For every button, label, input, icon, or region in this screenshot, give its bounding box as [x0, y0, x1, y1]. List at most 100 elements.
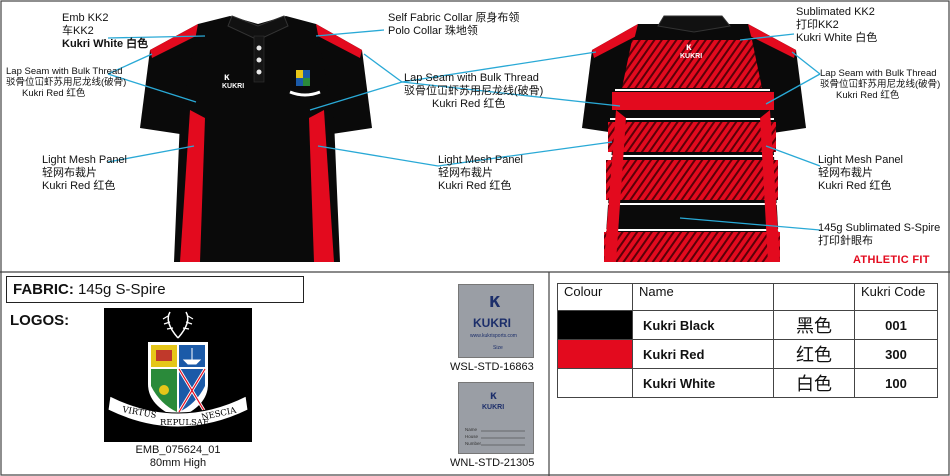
back-hoop: [604, 232, 780, 262]
front-shirt: KUKRI ĸ: [140, 15, 372, 262]
label-line: Polo Collar 珠地领: [388, 25, 478, 37]
label-line: Kukri Red 红色: [818, 180, 892, 192]
kukri-mark-icon: ĸ: [490, 388, 497, 402]
back-fabric-label: 145g Sublimated S-Spire 打印針眼布: [818, 222, 940, 248]
colour-code: 001: [854, 310, 938, 340]
collar-label: Self Fabric Collar 原身布领 Polo Collar 珠地领: [388, 12, 519, 38]
logo-caption: EMB_075624_01 80mm High: [104, 444, 252, 470]
label-line: 轻网布裁片: [438, 167, 493, 179]
label-line: Light Mesh Panel: [438, 154, 523, 166]
tag-field: Name: [465, 427, 478, 432]
table-row: Kukri Red 红色 300: [557, 339, 938, 369]
colour-swatch: [557, 310, 633, 340]
label-line: 车KK2: [62, 25, 94, 37]
label-line: 打印KK2: [796, 19, 839, 31]
front-crest-icon: [289, 70, 321, 97]
label-line: 驳骨位冚虾苏用尼龙线(破骨): [820, 79, 941, 90]
front-button: [256, 57, 262, 63]
back-left-shoulder-stripe: [592, 24, 640, 58]
label-line: Kukri White 白色: [796, 32, 878, 44]
size-tag-code: WSL-STD-16863: [450, 361, 534, 373]
front-lap-seam-label: Lap Seam with Bulk Thread 驳骨位冚虾苏用尼龙线(破骨)…: [6, 66, 126, 99]
back-lap-seam-label: Lap Seam with Bulk Thread 驳骨位冚虾苏用尼龙线(破骨)…: [820, 68, 940, 101]
label-line: 打印針眼布: [818, 235, 873, 247]
label-line: 驳骨位冚虾苏用尼龙线(破骨): [404, 85, 544, 97]
colour-swatch: [557, 339, 633, 369]
back-hoop: [612, 92, 774, 110]
back-right-mesh-panel: [760, 110, 780, 262]
tag-brand: KUKRI: [482, 404, 504, 411]
tag-size-label: Size: [493, 345, 503, 351]
header-code: Kukri Code: [854, 283, 938, 311]
back-shirt: ĸ KUKRI: [582, 15, 806, 262]
athletic-fit-label: ATHLETIC FIT: [853, 254, 930, 266]
size-tag: ĸ KUKRI www.kukrisports.com Size: [458, 284, 534, 358]
label-line: Light Mesh Panel: [818, 154, 903, 166]
table-row: Kukri Black 黑色 001: [557, 310, 938, 340]
back-mesh-label: Light Mesh Panel 轻网布裁片 Kukri Red 红色: [818, 154, 903, 193]
name-tag: ĸ KUKRI Name House Number: [458, 382, 534, 454]
label-line: Kukri Red 红色: [836, 90, 900, 101]
colour-code: 300: [854, 339, 938, 369]
back-kukri-wordmark: KUKRI: [680, 53, 702, 60]
tag-url: www.kukrisports.com: [470, 333, 517, 339]
label-line: Self Fabric Collar 原身布领: [388, 12, 520, 24]
front-right-shoulder-stripe: [314, 24, 362, 58]
header-name: Name: [632, 283, 774, 311]
colour-table: Colour Name Kukri Code Kukri Black 黑色 00…: [557, 283, 938, 398]
header-cn: [773, 283, 855, 311]
front-emb-label: Emb KK2 车KK2 Kukri White 白色: [62, 12, 148, 51]
colour-code: 100: [854, 368, 938, 398]
table-header-row: Colour Name Kukri Code: [557, 283, 938, 311]
label-line: Kukri Red 红色: [432, 98, 506, 110]
label-line: Lap Seam with Bulk Thread: [820, 68, 937, 79]
kukri-mark-icon: ĸ: [489, 290, 501, 312]
colour-name: Kukri White: [632, 368, 774, 398]
back-hoop: [606, 160, 778, 200]
label-line: 145g Sublimated S-Spire: [818, 222, 941, 234]
label-line: Sublimated KK2: [796, 6, 875, 18]
front-right-mesh-panel: [309, 110, 334, 262]
label-line: Light Mesh Panel: [42, 154, 127, 166]
front-button: [256, 69, 262, 75]
back-hoop: [608, 122, 776, 152]
logo-code: EMB_075624_01: [135, 444, 221, 456]
colour-name: Kukri Black: [632, 310, 774, 340]
label-line: Kukri White 白色: [62, 38, 149, 50]
label-line: 轻网布裁片: [42, 167, 97, 179]
tag-brand: KUKRI: [473, 316, 511, 330]
colour-cn: 白色: [773, 368, 855, 398]
label-line: Kukri Red 红色: [42, 180, 116, 192]
fabric-box: FABRIC: 145g S-Spire: [6, 276, 304, 303]
back-left-mesh-panel: [604, 110, 626, 262]
logo-size: 80mm High: [149, 457, 207, 469]
front-collar: [227, 15, 289, 41]
crest-logo: VIRTUS REPULSAE NESCIA: [104, 308, 252, 442]
back-kukri-mark-icon: ĸ: [686, 42, 692, 53]
colour-cn: 黑色: [773, 310, 855, 340]
header-colour: Colour: [557, 283, 633, 311]
table-row: Kukri White 白色 100: [557, 368, 938, 398]
fabric-key: FABRIC:: [13, 281, 74, 298]
colour-cn: 红色: [773, 339, 855, 369]
front-left-mesh-panel: [180, 110, 205, 262]
crest-emblem-icon: VIRTUS REPULSAE NESCIA: [107, 311, 249, 428]
label-line: 轻网布裁片: [818, 167, 873, 179]
back-collar: [657, 15, 731, 33]
label-line: Lap Seam with Bulk Thread: [6, 66, 123, 77]
front-mesh-label: Light Mesh Panel 轻网布裁片 Kukri Red 红色: [42, 154, 127, 193]
colour-name: Kukri Red: [632, 339, 774, 369]
front-button: [256, 45, 262, 51]
front-kukri-wordmark: KUKRI: [222, 83, 244, 90]
back-right-shoulder-stripe: [746, 24, 796, 58]
back-hoop: [622, 40, 762, 88]
name-tag-code: WNL-STD-21305: [450, 457, 535, 469]
motto-mid-text: REPULSAE: [160, 418, 209, 428]
label-line: Emb KK2: [62, 12, 109, 24]
front-left-shoulder-stripe: [150, 24, 200, 58]
center-mesh-label: Light Mesh Panel 轻网布裁片 Kukri Red 红色: [438, 154, 523, 193]
center-lap-seam-label: Lap Seam with Bulk Thread 驳骨位冚虾苏用尼龙线(破骨)…: [404, 72, 543, 111]
label-line: 驳骨位冚虾苏用尼龙线(破骨): [6, 77, 127, 88]
front-kukri-mark-icon: ĸ: [224, 72, 230, 83]
